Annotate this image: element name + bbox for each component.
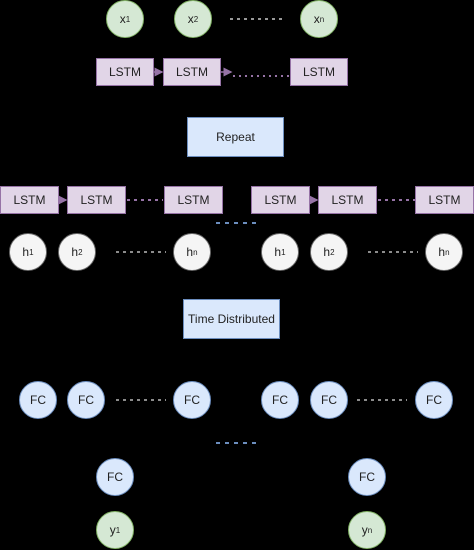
hidden-h2-base: h	[323, 245, 331, 259]
lstm-right-1: LSTM	[251, 186, 310, 214]
lstm-label: LSTM	[13, 193, 46, 207]
fc-left-2: FC	[67, 381, 105, 419]
fc-right-1: FC	[261, 381, 299, 419]
hidden-h2-base: h	[71, 245, 79, 259]
fc-final-right: FC	[348, 458, 386, 496]
hidden-h1-base: h	[22, 245, 30, 259]
lstm-label: LSTM	[175, 65, 208, 79]
output-yn-sub: n	[367, 525, 373, 535]
input-x1-base: x	[119, 12, 126, 26]
hidden-h2-sub: 2	[330, 247, 335, 257]
input-xn-sub: n	[319, 14, 325, 24]
lstm-label: LSTM	[264, 193, 297, 207]
time-distributed-label: Time Distributed	[188, 312, 275, 326]
hidden-h2-sub: 2	[78, 247, 83, 257]
hidden-hn-base: h	[186, 245, 194, 259]
fc-left-n: FC	[173, 381, 211, 419]
fc-label: FC	[78, 393, 94, 407]
lstm-right-2: LSTM	[318, 186, 377, 214]
fc-left-1: FC	[19, 381, 57, 419]
hidden-h1-sub: 1	[29, 247, 34, 257]
repeat-block: Repeat	[187, 117, 284, 157]
hidden-hn-base: h	[438, 245, 446, 259]
lstm-left-n: LSTM	[164, 186, 223, 214]
input-x2-sub: 2	[193, 14, 199, 24]
lstm-left-1: LSTM	[0, 186, 59, 214]
fc-right-n: FC	[415, 381, 453, 419]
hidden-h1-sub: 1	[281, 247, 286, 257]
lstm-left-2: LSTM	[67, 186, 126, 214]
fc-label: FC	[184, 393, 200, 407]
input-x1-sub: 1	[125, 14, 131, 24]
lstm-top-1: LSTM	[96, 58, 154, 86]
hidden-hn-sub: n	[445, 247, 450, 257]
fc-right-2: FC	[310, 381, 348, 419]
fc-label: FC	[272, 393, 288, 407]
lstm-label: LSTM	[428, 193, 461, 207]
hidden-h1-base: h	[274, 245, 282, 259]
output-y1-sub: 1	[115, 525, 121, 535]
lstm-top-2: LSTM	[163, 58, 221, 86]
lstm-top-n: LSTM	[290, 58, 348, 86]
fc-final-left: FC	[96, 458, 134, 496]
hidden-hn-sub: n	[193, 247, 198, 257]
lstm-label: LSTM	[108, 65, 141, 79]
lstm-label: LSTM	[177, 193, 210, 207]
input-x2-base: x	[187, 12, 194, 26]
lstm-label: LSTM	[331, 193, 364, 207]
input-xn-base: x	[313, 12, 320, 26]
lstm-right-n: LSTM	[415, 186, 474, 214]
repeat-label: Repeat	[216, 130, 255, 144]
time-distributed-block: Time Distributed	[183, 299, 280, 339]
lstm-label: LSTM	[80, 193, 113, 207]
fc-label: FC	[359, 470, 375, 484]
fc-label: FC	[107, 470, 123, 484]
fc-label: FC	[321, 393, 337, 407]
output-yn-base: y	[361, 523, 368, 537]
output-y1-base: y	[109, 523, 116, 537]
fc-label: FC	[30, 393, 46, 407]
fc-label: FC	[426, 393, 442, 407]
lstm-label: LSTM	[302, 65, 335, 79]
